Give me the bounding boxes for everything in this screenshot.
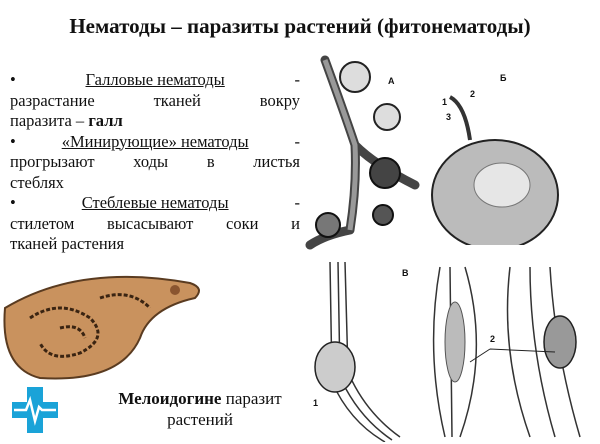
image-caption: Мелоидогине паразит растений bbox=[100, 388, 300, 430]
dash: - bbox=[294, 193, 300, 212]
text: тканей растения bbox=[10, 234, 125, 253]
label-2: 2 bbox=[470, 89, 476, 99]
word: и bbox=[291, 213, 300, 233]
word: разрастание bbox=[10, 90, 95, 110]
nematode-body-illustration bbox=[3, 275, 200, 380]
root-section-illustration bbox=[314, 262, 401, 442]
figure-label-b: Б bbox=[500, 73, 507, 83]
figure-label-v: В bbox=[402, 268, 409, 278]
text: стеблях bbox=[10, 172, 64, 192]
nematode-cyst-illustration bbox=[431, 95, 559, 245]
bullet-1-line-1: •Галловые нематоды- bbox=[10, 70, 301, 89]
word: стилетом bbox=[10, 213, 75, 233]
bullet-3-line-3: тканей растения bbox=[10, 234, 300, 255]
bullet-3-line-2: стилетом высасывают соки и bbox=[10, 214, 300, 235]
bullet-2-line-3: стеблях bbox=[10, 173, 300, 194]
figure-label-a: А bbox=[388, 76, 395, 86]
label-3: 3 bbox=[446, 112, 452, 122]
word: высасывают bbox=[106, 213, 194, 233]
stem-section-illustration bbox=[432, 266, 581, 438]
bullet-term: «Минирующие» нематоды bbox=[61, 131, 249, 151]
word: листья bbox=[253, 152, 300, 171]
dash: - bbox=[294, 131, 300, 151]
bullet-2-line-1: •«Минирующие» нематоды- bbox=[10, 131, 300, 151]
word: тканей bbox=[153, 90, 201, 110]
caption-bold: Мелоидогине bbox=[118, 389, 222, 408]
bullet-term: Галловые нематоды bbox=[85, 70, 225, 89]
bullet-2-line-2: прогрызают ходы в листья bbox=[10, 152, 300, 173]
bullet-term: Стеблевые нематоды bbox=[81, 193, 229, 212]
bullet-1-line-2: разрастание тканей вокру bbox=[10, 91, 300, 112]
word: ходы bbox=[133, 152, 169, 171]
bullet-3-line-1: •Стеблевые нематоды- bbox=[10, 193, 300, 212]
root-galls-illustration bbox=[305, 55, 420, 250]
dash: - bbox=[294, 70, 301, 89]
word: прогрызают bbox=[10, 152, 95, 171]
caption-text-line-2: растений bbox=[167, 410, 233, 429]
word: вокру bbox=[259, 90, 300, 110]
label-v-1: 1 bbox=[313, 398, 319, 408]
word: соки bbox=[226, 213, 259, 233]
bullet-1-line-3: паразита – галл bbox=[10, 111, 300, 132]
text-bold: галл bbox=[88, 111, 123, 130]
label-g-2: 2 bbox=[490, 334, 496, 344]
label-1: 1 bbox=[442, 97, 448, 107]
page-title: Нематоды – паразиты растений (фитонемато… bbox=[69, 14, 531, 38]
medical-cross-logo-icon bbox=[12, 387, 58, 433]
word: в bbox=[206, 152, 215, 171]
caption-text: паразит bbox=[221, 389, 282, 408]
text: паразита – bbox=[10, 111, 89, 130]
